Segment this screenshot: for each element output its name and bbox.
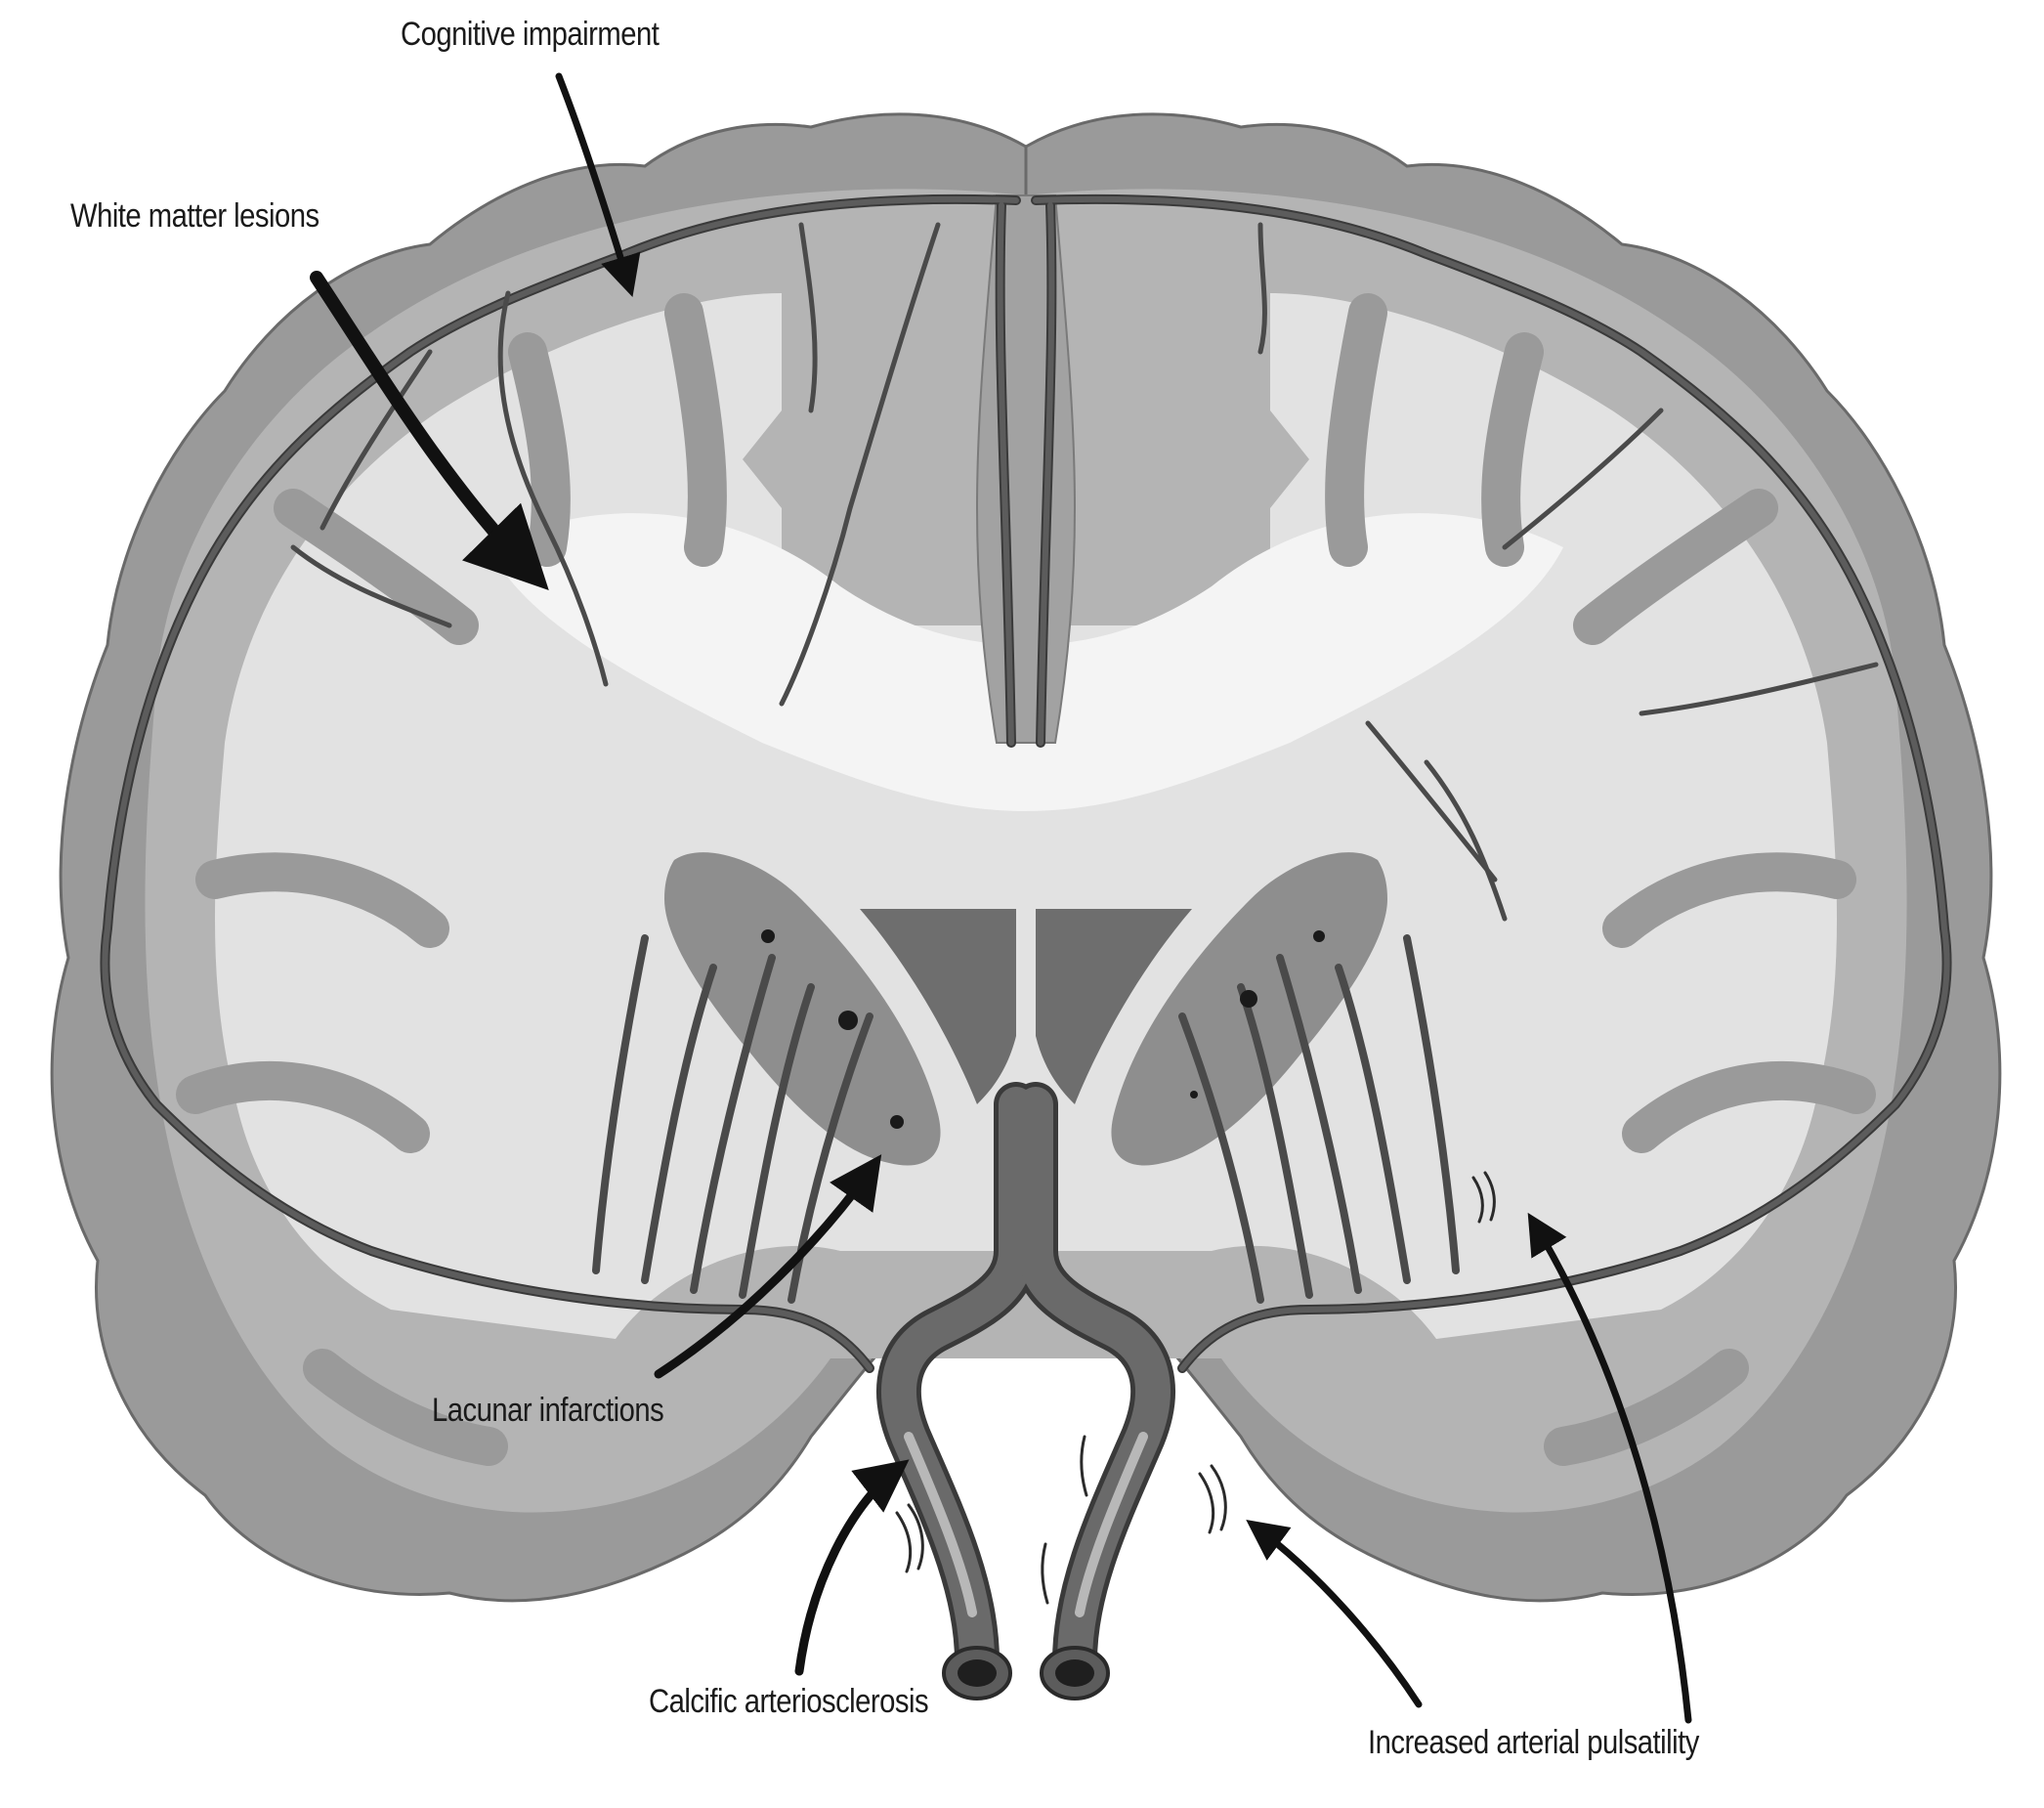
pulsatility-arrow-1 — [1246, 1520, 1423, 1708]
lacunar-infarctions-label: Lacunar infarctions — [432, 1392, 664, 1429]
lacunar-infarct-dots — [761, 929, 1325, 1129]
pulsatility-arrow-2 — [1527, 1212, 1692, 1724]
white-matter-lesions-arrow — [310, 271, 549, 591]
right-perforating-arteries — [1178, 934, 1460, 1304]
cognitive-impairment-arrow — [555, 72, 641, 298]
calcific-arteriosclerosis-arrow — [794, 1459, 910, 1676]
right-gyri — [1325, 293, 1876, 1466]
pulsatility-marks — [895, 1171, 1496, 1605]
branch-arteries — [290, 222, 1879, 922]
cognitive-impairment-label: Cognitive impairment — [401, 16, 660, 53]
annotation-arrows — [310, 72, 1692, 1724]
left-gyri — [176, 293, 727, 1466]
calcific-arteriosclerosis-label: Calcific arteriosclerosis — [649, 1683, 929, 1720]
increased-arterial-pulsatility-label: Increased arterial pulsatility — [1368, 1724, 1699, 1761]
lacunar-infarctions-arrow — [654, 1154, 882, 1379]
longitudinal-fissure — [975, 194, 1077, 744]
right-lateral-ventricle — [1036, 909, 1192, 1104]
vessel-lumen-ends — [942, 1646, 1110, 1700]
white-matter-lesions-label: White matter lesions — [70, 197, 319, 235]
basal-arteries — [876, 1082, 1175, 1684]
left-lateral-ventricle — [860, 909, 1016, 1104]
cortical-arteries-fill — [102, 195, 1950, 1371]
